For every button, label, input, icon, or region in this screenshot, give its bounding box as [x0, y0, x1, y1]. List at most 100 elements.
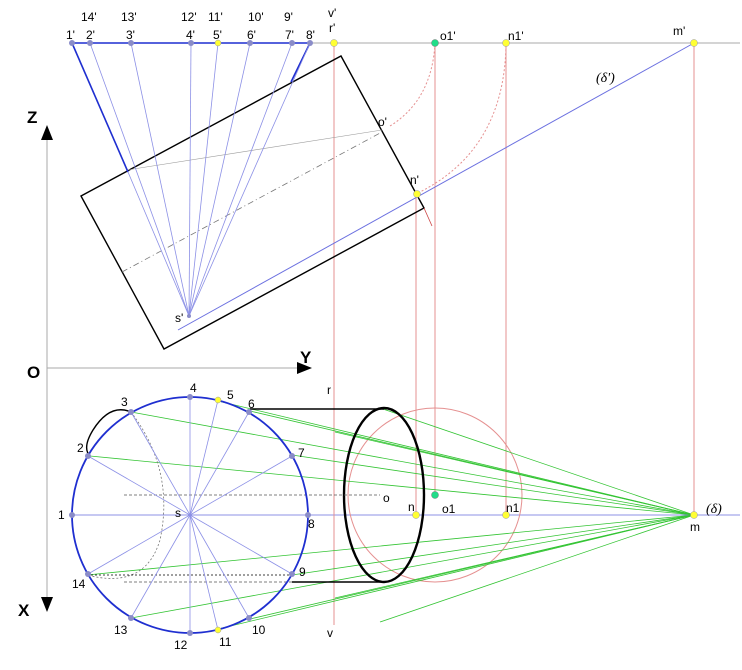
point-13 — [128, 615, 134, 621]
label-9: 9 — [299, 565, 306, 579]
label-2p: 2' — [86, 28, 95, 42]
point-n1 — [502, 511, 510, 519]
label-13p: 13' — [121, 10, 137, 24]
label-sp: s' — [175, 311, 183, 325]
label-v: v — [327, 626, 333, 640]
point-m — [690, 511, 698, 519]
point-6p — [247, 40, 253, 46]
point-4p — [188, 40, 194, 46]
point-n1p — [502, 39, 510, 47]
point-1p — [69, 40, 75, 46]
green-rays — [86, 400, 695, 630]
point-8p — [307, 40, 313, 46]
point-7 — [289, 453, 295, 459]
point-1 — [69, 512, 75, 518]
point-3 — [128, 409, 134, 415]
point-12 — [187, 630, 193, 636]
label-1p: 1' — [66, 28, 75, 42]
axes: Z Y X O — [18, 108, 312, 620]
label-14: 14 — [72, 577, 86, 591]
label-8p: 8' — [306, 28, 315, 42]
label-op: o' — [378, 115, 387, 129]
label-5: 5 — [227, 388, 234, 402]
x-axis-arrow-icon — [41, 597, 53, 612]
prism-inner-line — [126, 129, 383, 171]
prism-right-edge-ext — [423, 207, 433, 227]
point-5 — [214, 396, 222, 404]
label-3: 3 — [121, 395, 128, 409]
point-o1 — [431, 491, 439, 499]
label-4: 4 — [190, 381, 197, 395]
point-np — [413, 190, 421, 198]
point-n — [412, 511, 420, 519]
y-axis-label: Y — [300, 348, 312, 367]
label-7: 7 — [298, 446, 305, 460]
label-11p: 11' — [208, 10, 223, 24]
rotated-base-circle — [347, 407, 523, 583]
arc-n-to-n1 — [417, 42, 507, 194]
origin-label: O — [27, 363, 40, 382]
label-n1p: n1' — [508, 29, 524, 43]
label-10: 10 — [252, 623, 266, 637]
top-points — [69, 39, 698, 318]
prism-axis-dashdot — [121, 131, 383, 273]
arc-o-to-o1 — [389, 42, 436, 127]
label-4p: 4' — [186, 28, 195, 42]
x-axis-label: X — [18, 601, 30, 620]
label-2: 2 — [77, 441, 84, 455]
label-rp: r' — [329, 21, 335, 35]
label-n1: n1 — [506, 501, 520, 515]
label-8: 8 — [308, 517, 315, 531]
label-np: n' — [410, 173, 419, 187]
top-labels: 1' 14' 2' 13' 3' 12' 4' 11' 5' 10' 6' 9'… — [66, 6, 685, 325]
top-rays — [89, 42, 311, 317]
point-rp — [330, 39, 338, 47]
plan-rays — [72, 397, 308, 633]
label-3p: 3' — [126, 28, 135, 42]
label-mp: m' — [673, 24, 685, 38]
label-12: 12 — [174, 638, 188, 652]
point-5p — [214, 39, 222, 47]
point-sp — [187, 314, 191, 318]
plan-view: 1 2 3 4 5 6 7 8 9 10 11 12 13 14 s r v o… — [58, 381, 722, 652]
label-9p: 9' — [284, 10, 293, 24]
label-6p: 6' — [247, 28, 256, 42]
label-11: 11 — [219, 635, 232, 649]
label-m: m — [690, 520, 700, 534]
point-10 — [246, 615, 252, 621]
label-10p: 10' — [248, 10, 264, 24]
label-12p: 12' — [181, 10, 197, 24]
label-vp: v' — [328, 6, 336, 20]
point-3p — [128, 40, 134, 46]
point-14 — [85, 571, 91, 577]
z-axis-arrow-icon — [41, 125, 53, 140]
point-6 — [246, 409, 252, 415]
label-n: n — [408, 500, 415, 514]
label-5p: 5' — [213, 28, 222, 42]
label-o1: o1 — [442, 502, 456, 516]
label-14p: 14' — [81, 10, 97, 24]
point-o1p — [431, 39, 439, 47]
label-1: 1 — [58, 508, 65, 522]
point-mp — [690, 39, 698, 47]
point-11 — [214, 626, 222, 634]
label-s: s — [175, 506, 181, 520]
cone-contour-arc — [85, 409, 132, 457]
label-o1p: o1' — [440, 29, 456, 43]
front-elevation: 1' 14' 2' 13' 3' 12' 4' 11' 5' 10' 6' 9'… — [66, 6, 698, 350]
plan-labels: 1 2 3 4 5 6 7 8 9 10 11 12 13 14 s r v o… — [58, 381, 722, 652]
point-2 — [85, 453, 91, 459]
y-axis-arrow-icon — [297, 362, 312, 374]
point-8 — [305, 512, 311, 518]
label-o: o — [383, 491, 390, 505]
label-r: r — [327, 383, 331, 397]
projection-lines — [333, 42, 695, 625]
point-4 — [187, 394, 193, 400]
label-6: 6 — [248, 397, 255, 411]
hidden-curve — [86, 411, 165, 579]
cone-left-generatrix — [71, 42, 129, 173]
point-9 — [289, 571, 295, 577]
delta-prime-line — [177, 42, 695, 331]
inclined-prism-outline — [80, 55, 425, 350]
